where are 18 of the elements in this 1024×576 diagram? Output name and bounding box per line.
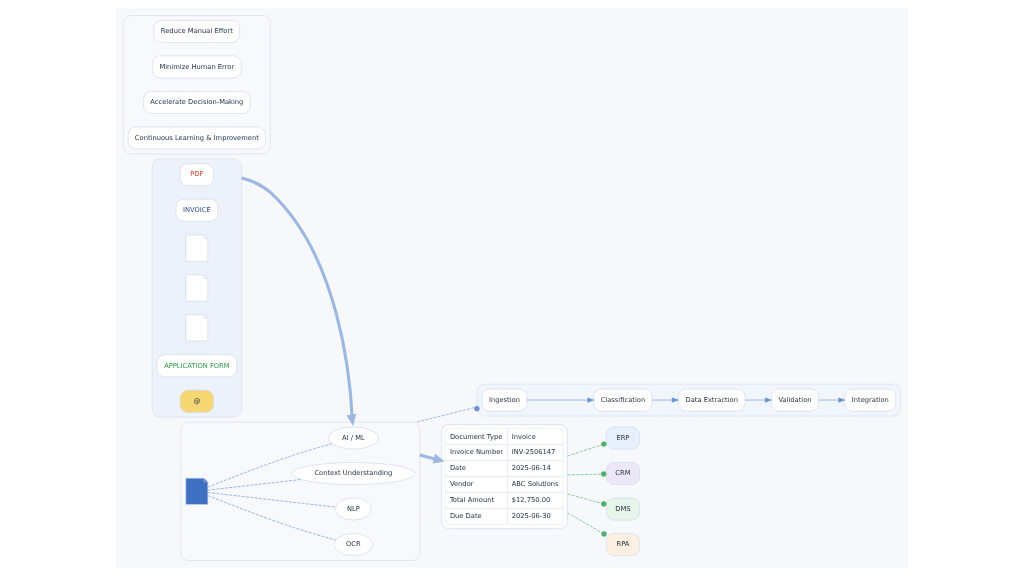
- cluster: [151, 158, 242, 418]
- arrow: [419, 453, 445, 464]
- connector: [567, 493, 607, 507]
- connector: [567, 441, 607, 457]
- cluster: [180, 421, 421, 561]
- arrow: [241, 176, 357, 426]
- arrow: [526, 397, 595, 403]
- arrow: [818, 397, 846, 403]
- connector: [567, 471, 607, 477]
- connector: [416, 405, 480, 423]
- connector: [207, 492, 336, 508]
- connector: [207, 443, 333, 488]
- connector: [567, 512, 607, 537]
- cluster: [123, 15, 271, 155]
- arrow: [651, 397, 679, 403]
- connector: [207, 479, 302, 491]
- arrow: [744, 397, 772, 403]
- connector: [207, 495, 336, 541]
